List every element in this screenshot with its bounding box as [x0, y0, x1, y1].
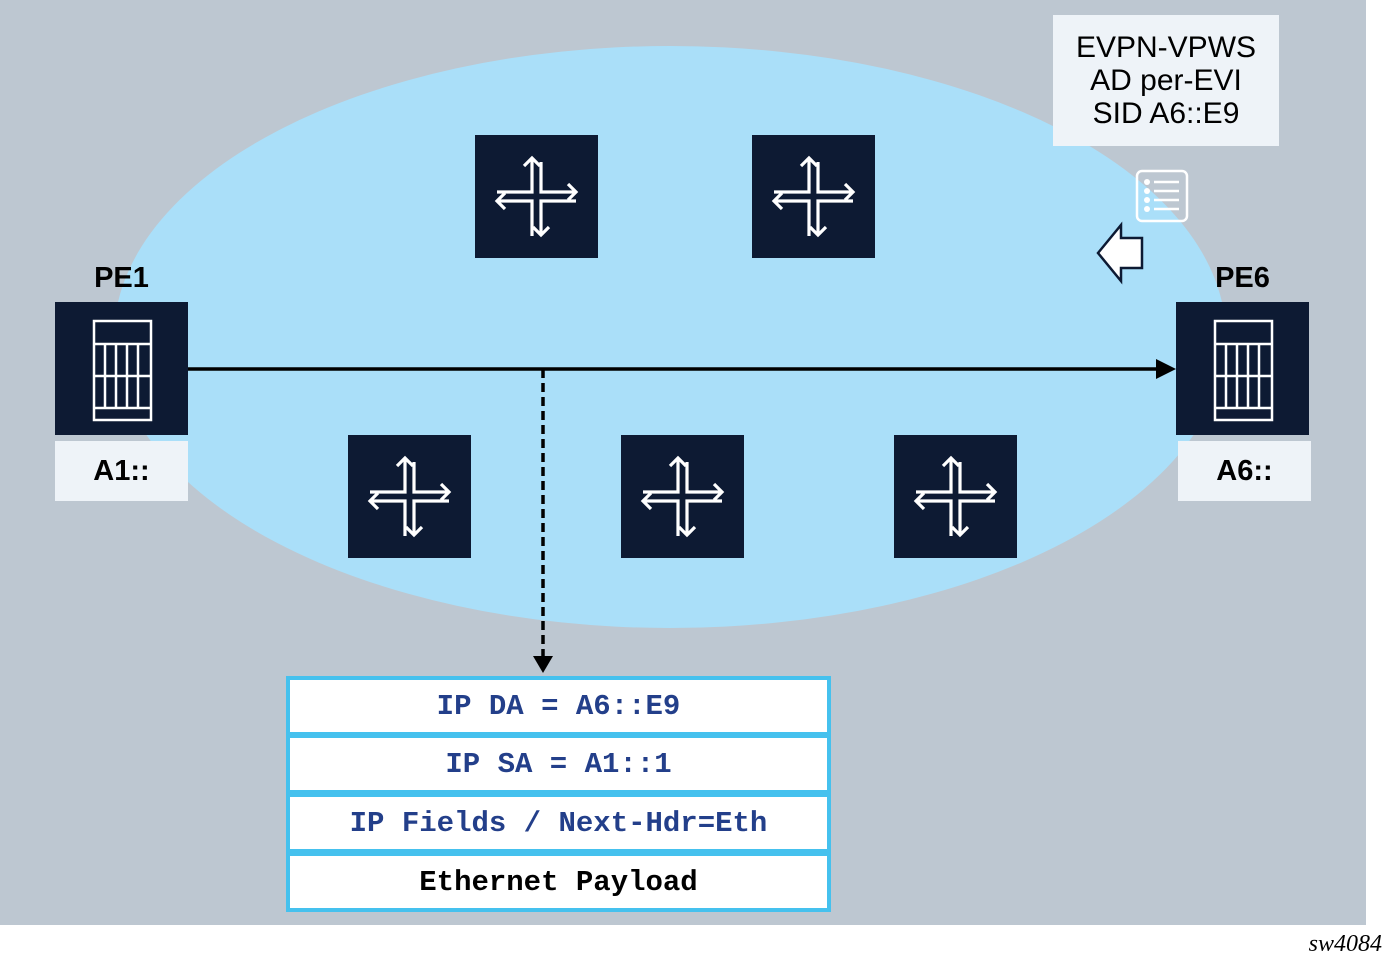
- router-arrows-icon: [640, 455, 725, 538]
- pe6-label: PE6: [1215, 262, 1270, 294]
- router-chassis-icon: [92, 319, 153, 422]
- router-bottom-1[interactable]: [348, 435, 471, 558]
- pe6-node[interactable]: [1176, 302, 1309, 435]
- pe6-address: A6::: [1178, 441, 1311, 501]
- packet-row-ethernet-payload: Ethernet Payload: [290, 856, 827, 908]
- router-chassis-icon: [1213, 319, 1274, 422]
- note-line-2: AD per-EVI: [1090, 64, 1242, 97]
- packet-capture-arrowhead: [533, 656, 553, 673]
- pe1-address: A1::: [55, 441, 188, 501]
- router-top-2[interactable]: [752, 135, 875, 258]
- note-line-3: SID A6::E9: [1092, 97, 1240, 130]
- route-list-icon: [1135, 169, 1189, 223]
- pe1-label: PE1: [94, 262, 149, 294]
- pe1-node[interactable]: [55, 302, 188, 435]
- router-bottom-2[interactable]: [621, 435, 744, 558]
- packet-row-ip-fields: IP Fields / Next-Hdr=Eth: [290, 797, 827, 849]
- router-arrows-icon: [494, 155, 579, 238]
- router-arrows-icon: [913, 455, 998, 538]
- packet-header-stack: IP DA = A6::E9 IP SA = A1::1 IP Fields /…: [286, 676, 831, 912]
- packet-row-ip-sa: IP SA = A1::1: [290, 738, 827, 790]
- figure-id: sw4084: [1308, 931, 1382, 957]
- router-top-1[interactable]: [475, 135, 598, 258]
- flow-arrowhead: [1156, 359, 1176, 379]
- router-arrows-icon: [771, 155, 856, 238]
- router-arrows-icon: [367, 455, 452, 538]
- arrow-left-icon: [1096, 221, 1144, 285]
- note-line-1: EVPN-VPWS: [1075, 31, 1257, 64]
- router-bottom-3[interactable]: [894, 435, 1017, 558]
- packet-row-ip-da: IP DA = A6::E9: [290, 680, 827, 732]
- advertisement-note: EVPN-VPWS AD per-EVI SID A6::E9: [1053, 15, 1279, 146]
